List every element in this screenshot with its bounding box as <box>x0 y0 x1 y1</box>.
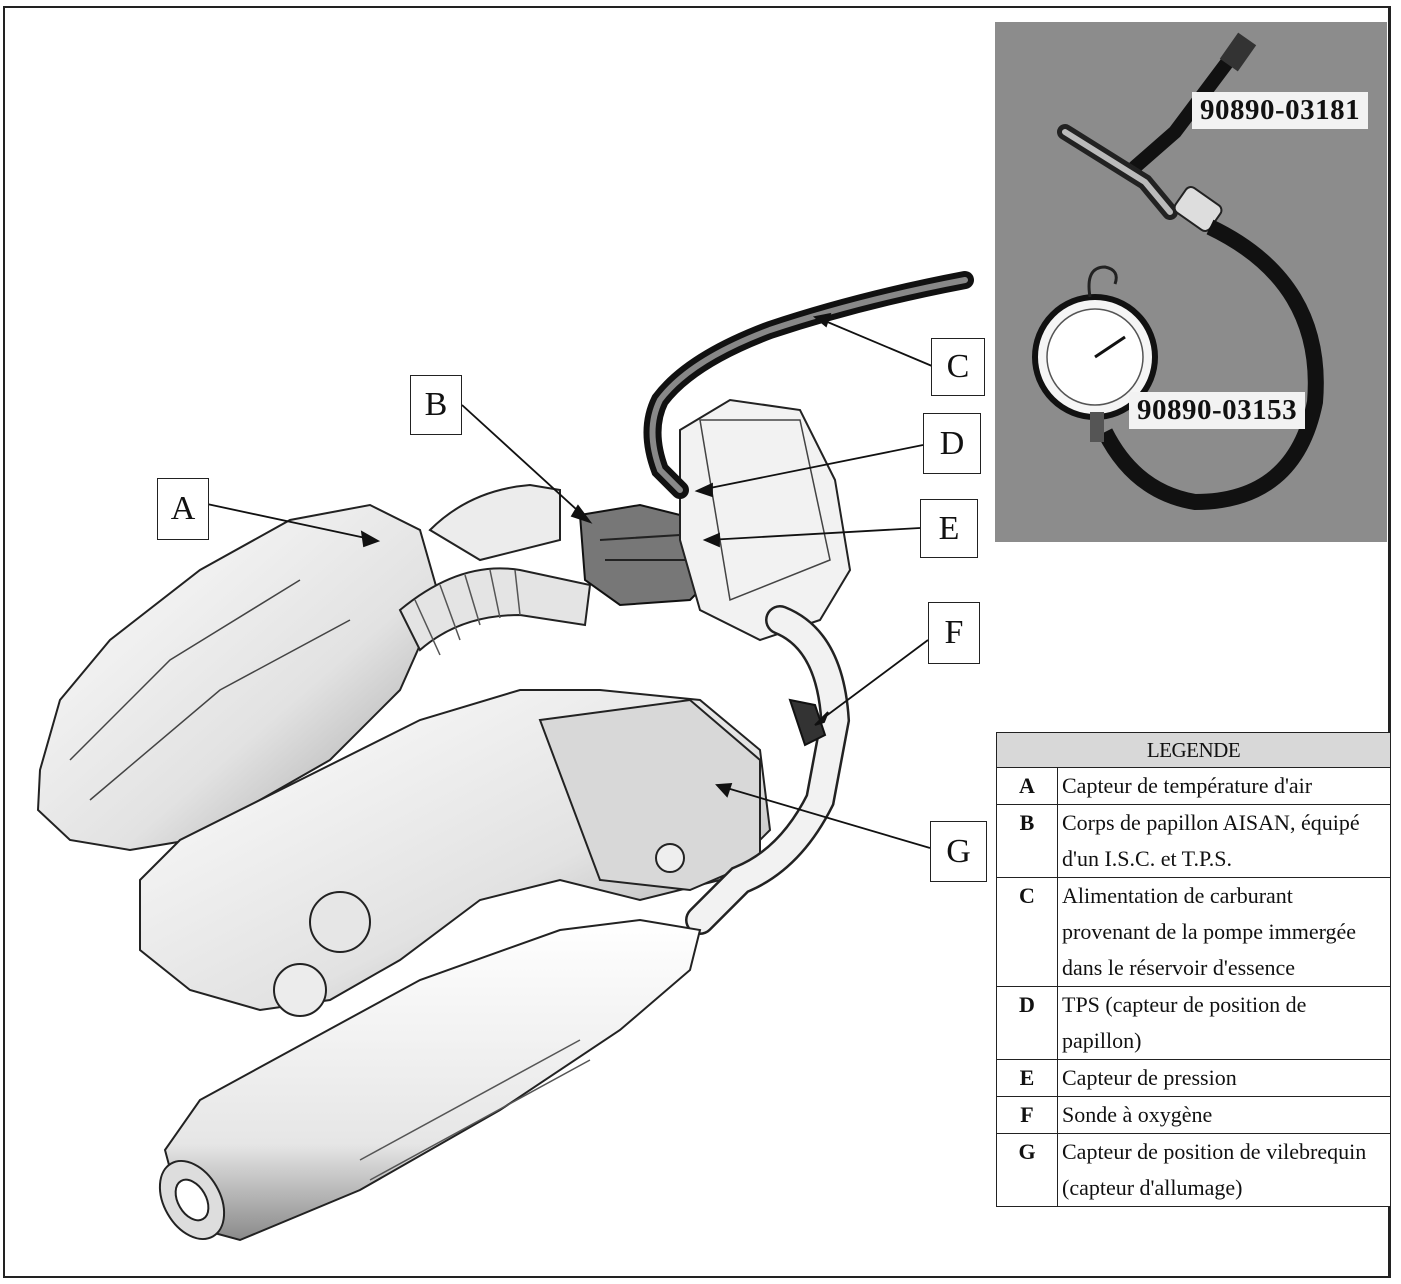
leader-lines <box>206 312 933 849</box>
legend-row: A Capteur de température d'air <box>996 767 1391 805</box>
callout-d: D <box>923 413 981 474</box>
legend-key: F <box>996 1096 1058 1134</box>
legend-text: Alimentation de carburant provenant de l… <box>1057 877 1391 987</box>
legend-text: Capteur de température d'air <box>1057 767 1391 805</box>
callout-g: G <box>930 821 987 882</box>
pressure-gauge-photo: 90890-03181 90890-03153 <box>995 22 1387 542</box>
page-frame <box>3 6 1391 1278</box>
legend-row: C Alimentation de carburant provenant de… <box>996 877 1391 987</box>
legend-text: Corps de papillon AISAN, équipé d'un I.S… <box>1057 804 1391 878</box>
legend-title: LEGENDE <box>996 732 1391 768</box>
part-number-adapter: 90890-03181 <box>1192 92 1369 129</box>
legend-row: D TPS (capteur de position de papillon) <box>996 986 1391 1060</box>
legend-key: D <box>996 986 1058 1060</box>
callout-c: C <box>931 338 985 396</box>
callout-f: F <box>928 602 980 664</box>
legend-key: A <box>996 767 1058 805</box>
part-number-gauge: 90890-03153 <box>1129 392 1306 429</box>
intake-duct <box>398 567 592 652</box>
legend-row: E Capteur de pression <box>996 1059 1391 1097</box>
legend-text: Capteur de position de vilebrequin (capt… <box>1057 1133 1391 1207</box>
legend-key: B <box>996 804 1058 878</box>
oxygen-sensor <box>788 698 827 747</box>
legend-text: Capteur de pression <box>1057 1059 1391 1097</box>
legend-row: B Corps de papillon AISAN, équipé d'un I… <box>996 804 1391 878</box>
legend-text: TPS (capteur de position de papillon) <box>1057 986 1391 1060</box>
callout-a: A <box>157 478 209 540</box>
legend-table: LEGENDE A Capteur de température d'air B… <box>996 732 1391 1207</box>
legend-header-row: LEGENDE <box>996 732 1391 768</box>
callout-e: E <box>920 499 978 558</box>
muffler <box>163 918 702 1242</box>
legend-key: C <box>996 877 1058 987</box>
legend-row: F Sonde à oxygène <box>996 1096 1391 1134</box>
callout-b: B <box>410 375 462 435</box>
legend-key: G <box>996 1133 1058 1207</box>
legend-text: Sonde à oxygène <box>1057 1096 1391 1134</box>
legend-row: G Capteur de position de vilebrequin (ca… <box>996 1133 1391 1207</box>
legend-key: E <box>996 1059 1058 1097</box>
cylinder-head <box>679 398 852 642</box>
